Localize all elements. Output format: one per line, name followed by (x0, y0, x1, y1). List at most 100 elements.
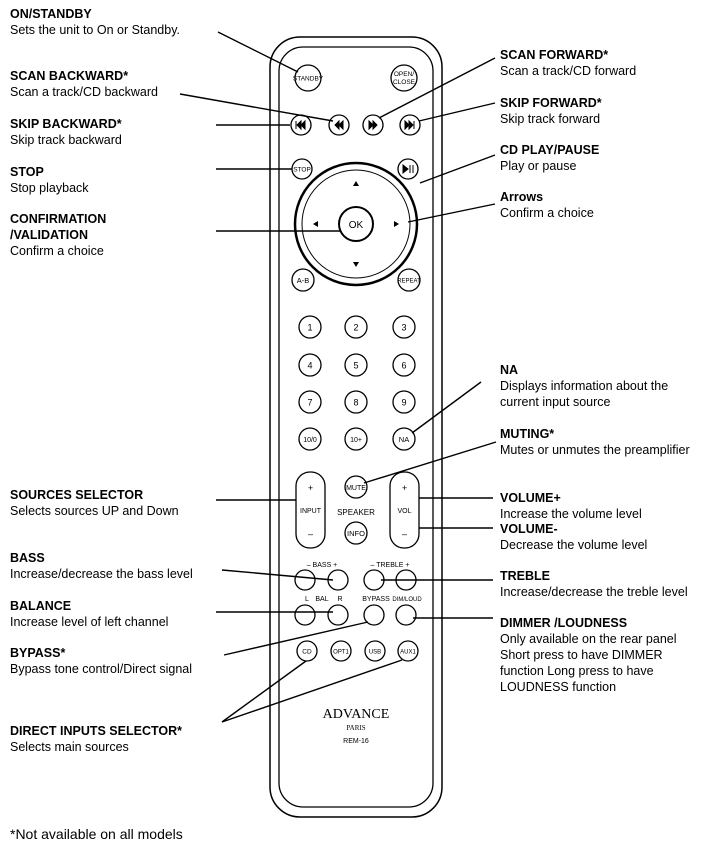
stop-label: STOP (293, 167, 311, 174)
digit-button-4[interactable]: 4 (298, 353, 322, 377)
leader-standby (217, 31, 299, 73)
digit-button-2[interactable]: 2 (344, 315, 368, 339)
opt1-button[interactable]: OPT1 (330, 640, 352, 662)
leader-direct-aux (221, 659, 403, 723)
scan-forward-button[interactable] (362, 114, 384, 136)
dim-loud-button[interactable] (395, 604, 417, 626)
label-title: STOP (10, 165, 44, 179)
label-desc: Only available on the rear panel (500, 632, 677, 646)
label-title: CONFIRMATION (10, 212, 107, 226)
digit-button-3[interactable]: 3 (392, 315, 416, 339)
arrow-up-icon[interactable] (353, 181, 359, 186)
aux1-button[interactable]: AUX1 (397, 640, 419, 662)
dim-loud-label: DIM/LOUD (392, 597, 422, 603)
digit-label: 4 (307, 361, 312, 371)
leader-na (411, 381, 482, 434)
label-desc: Sets the unit to On or Standby. (10, 23, 181, 37)
digit-button-6[interactable]: 6 (392, 353, 416, 377)
digit-button-1[interactable]: 1 (298, 315, 322, 339)
digit-label: 6 (401, 361, 406, 371)
digit-button-10-plus[interactable]: 10+ (344, 427, 368, 451)
info-button[interactable]: INFO (344, 521, 368, 545)
balance-right-button[interactable] (327, 604, 349, 626)
leader-bypass (223, 621, 369, 656)
standby-label: STANDBY (293, 76, 324, 83)
label-desc: Increase/decrease the treble level (500, 585, 688, 599)
balance-left-button[interactable] (294, 604, 316, 626)
opt1-label: OPT1 (333, 650, 349, 656)
number-pad: 1 2 3 4 5 6 7 8 9 10/0 10+ NA (298, 315, 416, 451)
digit-label: 3 (401, 323, 406, 333)
label-desc: Selects sources UP and Down (10, 504, 179, 518)
cd-button[interactable]: CD (296, 640, 318, 662)
label-title: VOLUME+ (500, 491, 561, 505)
digit-button-8[interactable]: 8 (344, 390, 368, 414)
input-rocker[interactable]: + INPUT – (295, 471, 326, 549)
vol-minus-label: – (402, 529, 407, 539)
stop-button[interactable]: STOP (291, 158, 313, 180)
label-desc: Skip track forward (500, 112, 601, 126)
standby-button[interactable]: STANDBY (293, 64, 324, 92)
skip-backward-button[interactable] (290, 114, 312, 136)
label-title: ON/STANDBY (10, 7, 92, 21)
nav-ring-inner (301, 169, 411, 279)
label-title: BASS (10, 551, 45, 565)
arrow-right-icon[interactable] (394, 221, 399, 227)
digit-label: 7 (307, 398, 312, 408)
label-desc: Stop playback (10, 181, 89, 195)
input-minus-label: – (308, 529, 313, 539)
volume-rocker[interactable]: + VOL – (389, 471, 420, 549)
repeat-label: REPEAT (397, 279, 421, 285)
label-scan-backward: SCAN BACKWARD* Scan a track/CD backward (10, 68, 158, 100)
bypass-button[interactable] (363, 604, 385, 626)
label-title: BYPASS* (10, 646, 66, 660)
label-na: NA Displays information about the curren… (500, 362, 668, 410)
label-title: Arrows (500, 190, 544, 204)
usb-label: USB (369, 650, 381, 656)
arrow-down-icon[interactable] (353, 262, 359, 267)
leader-direct-cd (221, 660, 307, 723)
skip-backward-icon (295, 119, 306, 131)
skip-forward-button[interactable] (399, 114, 421, 136)
label-balance: BALANCE Increase level of left channel (10, 598, 168, 630)
arrow-left-icon[interactable] (313, 221, 318, 227)
label-desc: Mutes or unmutes the preamplifier (500, 443, 690, 457)
digit-button-5[interactable]: 5 (344, 353, 368, 377)
open-close-button[interactable]: OPEN/ CLOSE (390, 64, 418, 92)
balance-label: BAL (315, 596, 328, 603)
label-desc: Selects main sources (10, 740, 129, 754)
label-skip-forward: SKIP FORWARD* Skip track forward (500, 95, 602, 127)
fast-forward-icon (368, 119, 378, 131)
label-confirmation: CONFIRMATION /VALIDATION Confirm a choic… (10, 211, 106, 259)
label-title: CD PLAY/PAUSE (500, 143, 600, 157)
label-scan-forward: SCAN FORWARD* Scan a track/CD forward (500, 47, 636, 79)
ok-button[interactable]: OK (338, 206, 374, 242)
bass-minus-button[interactable] (294, 569, 316, 591)
digit-label: 10+ (350, 437, 362, 444)
digit-button-9[interactable]: 9 (392, 390, 416, 414)
ok-label: OK (349, 220, 364, 231)
label-desc: Scan a track/CD forward (500, 64, 637, 78)
cd-label: CD (302, 649, 312, 656)
scan-backward-button[interactable] (328, 114, 350, 136)
label-title: SCAN BACKWARD* (10, 69, 129, 83)
na-button[interactable]: NA (392, 427, 416, 451)
vol-plus-label: + (402, 483, 407, 493)
usb-button[interactable]: USB (364, 640, 386, 662)
mute-button[interactable]: MUTE (344, 475, 368, 499)
label-desc: Confirm a choice (500, 206, 594, 220)
label-desc: Decrease the volume level (500, 538, 648, 552)
digit-button-10-0[interactable]: 10/0 (298, 427, 322, 451)
leader-scan-forward (378, 57, 496, 119)
digit-button-7[interactable]: 7 (298, 390, 322, 414)
rewind-icon (334, 119, 344, 131)
ab-button[interactable]: A-B (291, 268, 315, 292)
label-desc: Increase the volume level (500, 507, 642, 521)
play-pause-icon (402, 163, 414, 175)
repeat-button[interactable]: REPEAT (397, 268, 421, 292)
vol-label: VOL (397, 508, 411, 515)
input-label: INPUT (300, 508, 322, 515)
play-pause-button[interactable] (397, 158, 419, 180)
label-skip-backward: SKIP BACKWARD* Skip track backward (10, 116, 122, 148)
label-dimmer-loudness: DIMMER /LOUDNESS Only available on the r… (500, 615, 677, 695)
